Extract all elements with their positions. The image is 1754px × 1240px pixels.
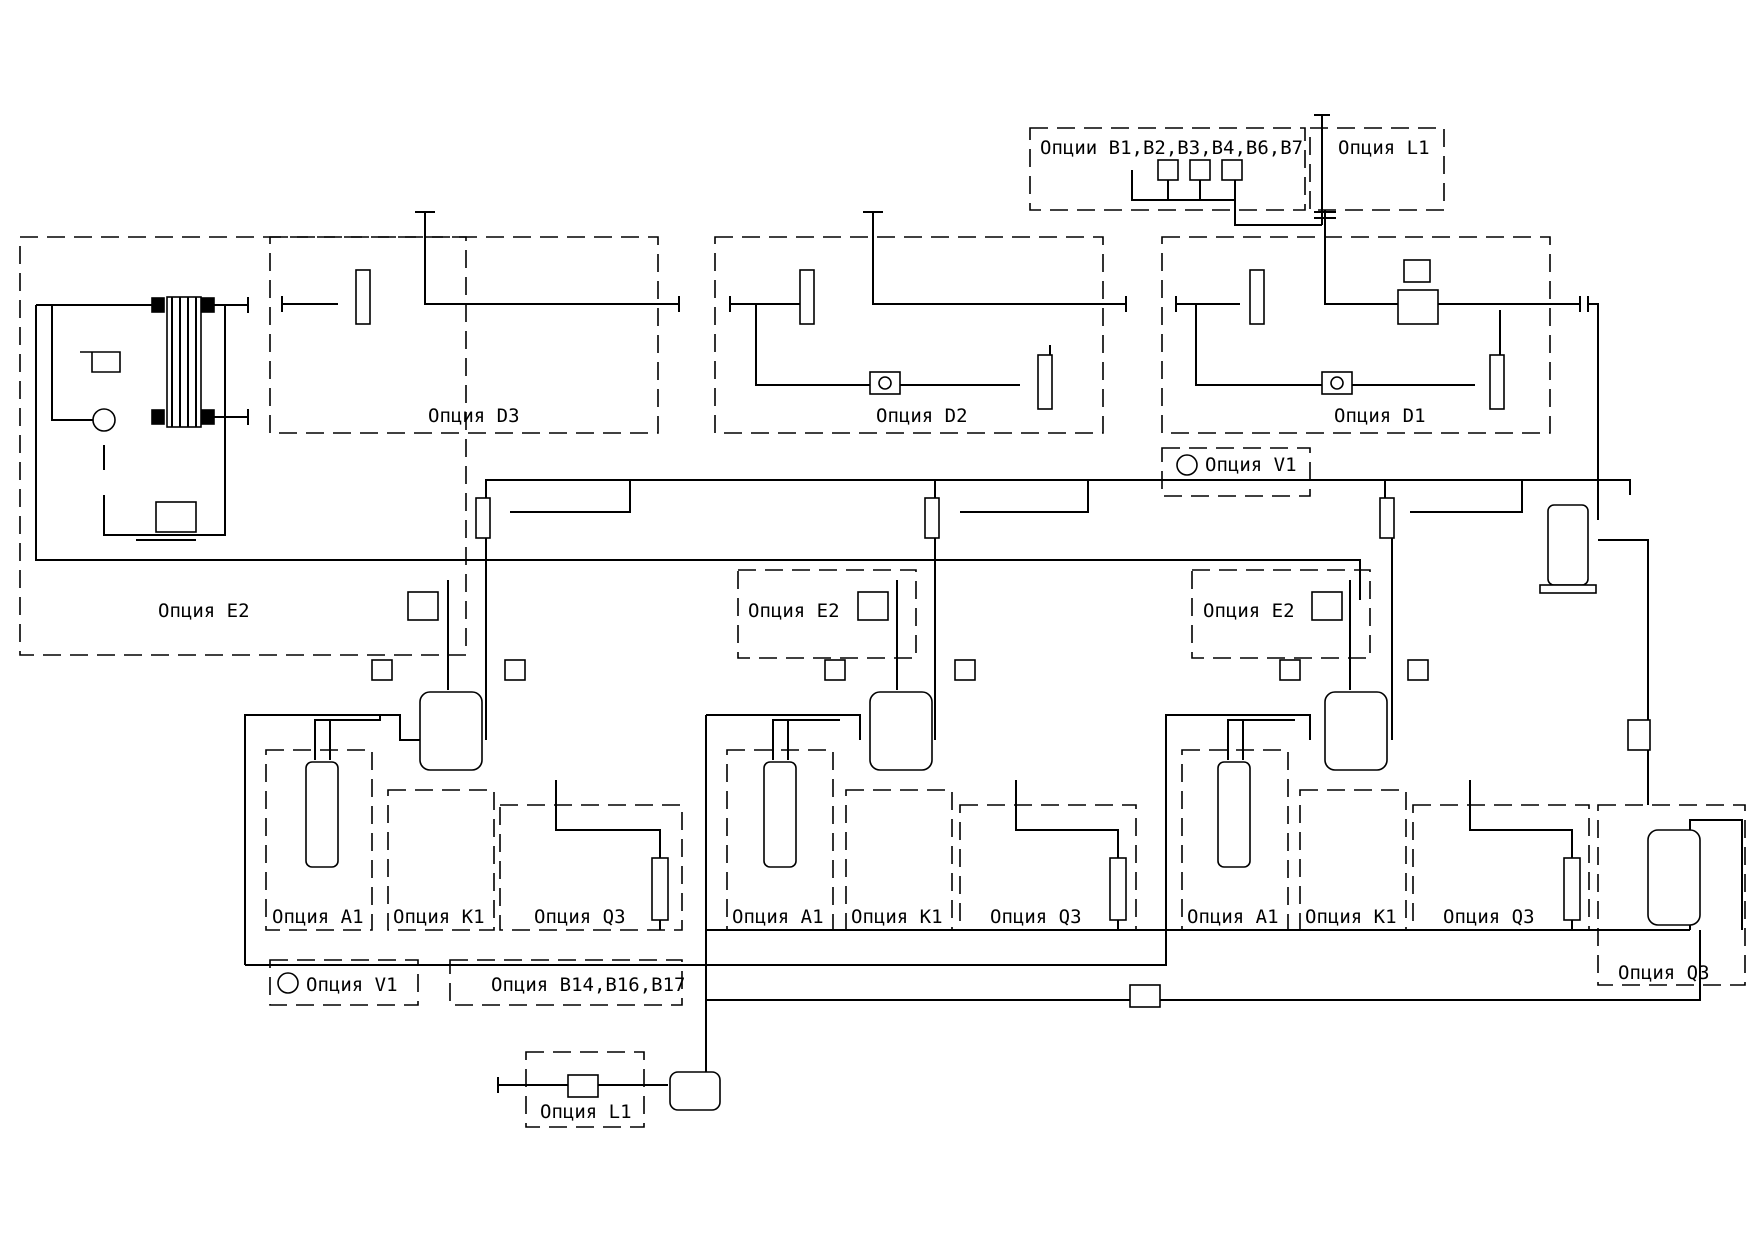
zone-v1-top [1161, 447, 1311, 497]
label-opt-e2-mid: Опция E2 [748, 600, 840, 622]
suction-accumulator [669, 1071, 721, 1111]
label-opt-e2-left: Опция E2 [158, 600, 250, 622]
zone-e2-right [1191, 569, 1371, 659]
option-zones [19, 127, 1746, 1128]
label-opt-a1-1: Опция A1 [272, 906, 364, 928]
label-opt-v1-bottom: Опция V1 [306, 974, 398, 996]
zone-d1 [1161, 236, 1551, 434]
check-valve-icon [355, 269, 1505, 539]
expansion-valve [80, 351, 121, 373]
zone-e2-mid [737, 569, 917, 659]
zone-v1-bottom [269, 959, 419, 1006]
zone-k1-1 [387, 789, 495, 931]
label-opt-v1-top: Опция V1 [1205, 454, 1297, 476]
solenoid-valve-icon [155, 501, 197, 533]
label-opt-k1-3: Опция K1 [1305, 906, 1397, 928]
piping [35, 114, 1743, 1093]
label-opt-q3-3: Опция Q3 [1443, 906, 1535, 928]
label-opt-a1-3: Опция A1 [1187, 906, 1279, 928]
label-opt-b-bottom: Опция B14,B16,B17 [491, 974, 685, 996]
label-opt-d1: Опция D1 [1334, 405, 1426, 427]
label-opt-k1-2: Опция K1 [851, 906, 943, 928]
gauge-icon-bottom [277, 972, 299, 994]
label-opt-q3-2: Опция Q3 [990, 906, 1082, 928]
label-opt-q3-receiver: Опция Q3 [1618, 962, 1710, 984]
label-opt-k1-1: Опция K1 [393, 906, 485, 928]
label-opt-a1-2: Опция A1 [732, 906, 824, 928]
option-labels: Опции B1,B2,B3,B4,B6,B7 Опция L1 Опция D… [158, 137, 1710, 1123]
label-opt-d2: Опция D2 [876, 405, 968, 427]
filter-drier-icon [651, 857, 1581, 921]
compressor-icon [419, 691, 1388, 771]
ball-valve-icon [567, 371, 1651, 1098]
oil-separator-icon [305, 761, 1251, 868]
zone-a1-1 [265, 749, 373, 931]
zone-l1-top [1309, 127, 1445, 211]
label-opt-l1-top: Опция L1 [1338, 137, 1430, 159]
label-opt-l1-bottom: Опция L1 [540, 1101, 632, 1123]
label-opt-b-top: Опции B1,B2,B3,B4,B6,B7 [1040, 137, 1303, 159]
liquid-receiver [1547, 504, 1589, 586]
main-receiver [1647, 829, 1701, 926]
pressure-switch-icon [371, 159, 1429, 681]
pressure-regulator [1397, 289, 1439, 325]
zone-b14-b17 [449, 959, 683, 1006]
zone-l1-bottom [525, 1051, 645, 1128]
zone-e2-left [19, 236, 467, 656]
components [80, 159, 1701, 1111]
zone-d2 [714, 236, 1104, 434]
gauge-icon [1176, 454, 1198, 476]
label-opt-e2-right: Опция E2 [1203, 600, 1295, 622]
zone-q3-1 [499, 804, 683, 931]
label-opt-q3-1: Опция Q3 [534, 906, 626, 928]
zone-d3 [269, 236, 659, 434]
zone-b1-b7 [1029, 127, 1306, 211]
label-opt-d3: Опция D3 [428, 405, 520, 427]
